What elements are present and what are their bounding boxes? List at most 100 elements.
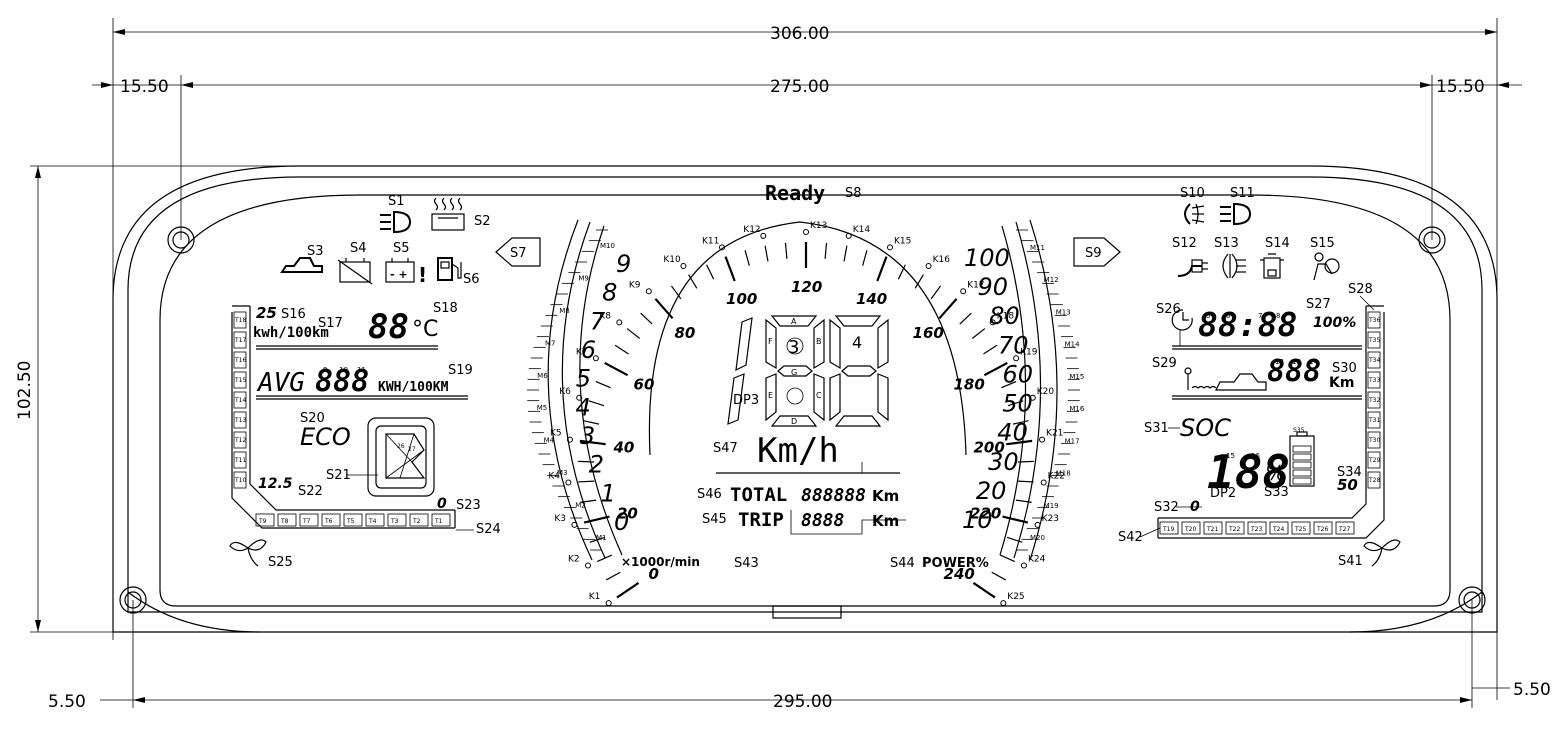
clock-icon [1171, 309, 1193, 331]
speed-tick [626, 328, 641, 339]
t-segment [299, 513, 319, 527]
power-number-50: 50 [1002, 390, 1033, 418]
t-segment [409, 513, 429, 527]
t-segment [233, 451, 247, 469]
power-m-label-m18: M18 [1056, 470, 1071, 478]
rpm-number-5: 5 [576, 365, 591, 393]
power-number-30: 30 [988, 448, 1019, 476]
t-label-t6: T6 [324, 518, 333, 525]
speed-tick [604, 361, 629, 377]
speed-number-160: 160 [913, 324, 944, 342]
t-label-t27: T27 [1338, 526, 1350, 533]
label-s13: S13 [1214, 236, 1239, 251]
k-label-k25: K25 [1007, 592, 1024, 602]
t-label-t28: T28 [1368, 477, 1380, 484]
right-indicators: S9 S10 S11 S12 S13 S14 [1073, 186, 1340, 281]
gear-seg-label-26: 26 [397, 443, 405, 450]
label-s34: S34 [1337, 465, 1362, 480]
speed-tick [983, 344, 998, 355]
speed-tick [588, 400, 605, 407]
k-label-k14: K14 [853, 225, 871, 235]
t-segment [233, 431, 247, 449]
speed-digit-hint-2: 4 [852, 333, 862, 352]
speed-tick [589, 536, 606, 543]
speed-tick [580, 499, 597, 503]
speed-tick [843, 245, 848, 262]
high-beam-icon [1220, 202, 1252, 226]
label-s8: S8 [845, 186, 862, 201]
speed-tick [1002, 515, 1029, 524]
k-label-k2: K2 [568, 555, 580, 565]
t-segment [1313, 521, 1333, 535]
speed-tick [1012, 420, 1029, 425]
label-s21: S21 [326, 468, 351, 483]
t-segment [1335, 521, 1355, 535]
label-s3: S3 [307, 244, 324, 259]
rpm-m-label-m2: M2 [575, 502, 586, 510]
speed-tick [640, 312, 653, 325]
soc-label: SOC [1180, 414, 1231, 442]
avg-seg-label-11: 11 [357, 366, 366, 374]
k-marker [1000, 600, 1007, 607]
label-s32: S32 [1154, 500, 1179, 515]
speed-number-20: 20 [617, 504, 638, 522]
dim-height: 102.50 [15, 361, 35, 420]
speed-tick [1006, 536, 1023, 543]
k-marker [565, 479, 572, 486]
dim-inner-width: 275.00 [770, 77, 829, 97]
leaf-icon-right [1363, 539, 1401, 567]
eco-value: 12.5 [258, 476, 293, 492]
airbag-icon [1313, 252, 1340, 281]
speed-tick [1017, 480, 1034, 483]
speed-tick [972, 582, 996, 599]
seg-label-a: A [791, 317, 797, 326]
k-marker [1034, 521, 1041, 528]
k-label-k4: K4 [548, 471, 560, 481]
label-s9: S9 [1085, 246, 1102, 261]
k-label-k17: K17 [967, 280, 984, 290]
svg-text:!: ! [418, 263, 427, 287]
dim-bottom-right-margin: 5.50 [1513, 680, 1551, 700]
speed-tick [983, 361, 1008, 377]
k-marker [616, 319, 623, 326]
power-m-label-m20: M20 [1030, 534, 1045, 542]
k-marker [571, 521, 578, 528]
seg-label-g: G [791, 368, 797, 377]
label-s4: S4 [350, 241, 367, 256]
t-segment [1181, 521, 1201, 535]
t-segment [233, 471, 247, 489]
t-label-t18: T18 [234, 317, 246, 324]
leaf-icon [229, 539, 267, 567]
k-marker [1013, 355, 1020, 362]
rpm-number-3: 3 [580, 422, 595, 450]
speed-tick [764, 245, 769, 262]
t-segment [1367, 331, 1381, 349]
k-label-k21: K21 [1046, 429, 1063, 439]
dimension-lines [30, 18, 1522, 708]
housing-outline [112, 165, 1498, 633]
t-label-t25: T25 [1294, 526, 1306, 533]
k-marker [719, 244, 726, 251]
speed-number-40: 40 [613, 439, 635, 457]
speed-tick [614, 344, 629, 355]
t-label-t13: T13 [234, 417, 246, 424]
label-s12: S12 [1172, 236, 1197, 251]
t-label-t19: T19 [1162, 526, 1174, 533]
label-s33: S33 [1264, 485, 1289, 500]
consumption-value: 25 [256, 304, 277, 322]
power-arc: 102030405060708090100M20M19M18M17M16M15M… [890, 219, 1085, 571]
left-indicators: S1 S2 S3 S4 S5 - + ! S6 [280, 194, 541, 287]
k-marker [989, 319, 996, 326]
soc-digits: 188 [1207, 445, 1290, 499]
k-label-k5: K5 [550, 429, 562, 439]
label-s43: S43 [734, 556, 759, 571]
battery-warning-icon: - + ! [385, 258, 427, 287]
trip-unit: Km [872, 512, 899, 530]
k-label-k9: K9 [629, 280, 641, 290]
rpm-number-1: 1 [601, 479, 616, 507]
soc-seg-15: 15 [1226, 452, 1235, 460]
